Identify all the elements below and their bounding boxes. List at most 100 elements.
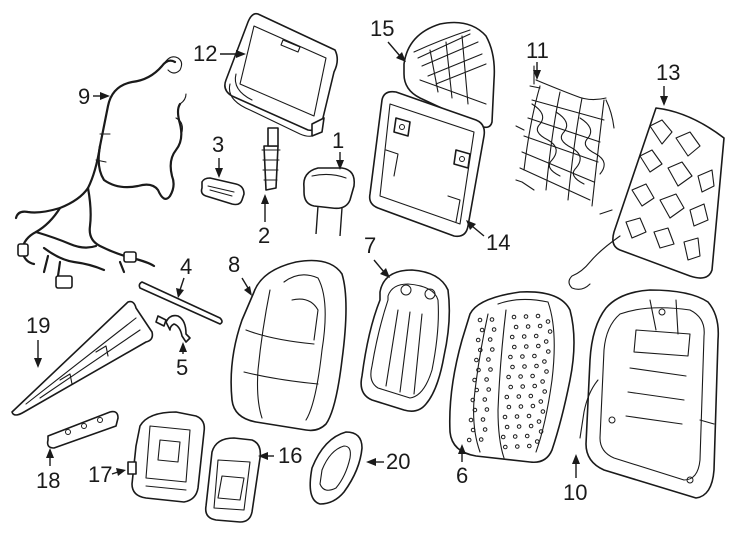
part-10-back-frame (579, 289, 720, 499)
perforation-dot (525, 324, 531, 329)
part-17-mechanism-housing (127, 411, 206, 503)
callout-16: 16 (258, 443, 302, 468)
perforation-dot (520, 354, 525, 359)
perforation-dot (518, 404, 524, 409)
perforation-dot (534, 439, 540, 444)
callout-5: 5 (176, 342, 188, 380)
part-3-switch-trim (200, 177, 245, 206)
perforation-dot (472, 407, 478, 413)
perforation-dot (504, 394, 510, 400)
perforation-dot (516, 424, 522, 429)
callout-7: 7 (364, 233, 390, 278)
callout-8: 8 (228, 252, 252, 296)
perforation-dot (536, 343, 541, 349)
perforation-dot (530, 373, 535, 379)
callout-16-label: 16 (278, 443, 302, 468)
callout-10-label: 10 (563, 480, 587, 505)
callout-2-label: 2 (258, 223, 270, 248)
callout-12-label: 12 (193, 41, 217, 66)
perforation-dot (533, 333, 539, 339)
perforation-dot (508, 354, 513, 360)
part-15-upper-shell (403, 21, 496, 129)
perforation-dot (490, 347, 495, 352)
callout-17-label: 17 (88, 462, 112, 487)
perforation-dot (488, 367, 493, 372)
perforation-dot (476, 367, 481, 373)
callout-6-label: 6 (456, 463, 468, 488)
perforation-dot (547, 329, 553, 334)
perforation-dot (480, 417, 486, 422)
callout-15-label: 15 (370, 16, 394, 41)
perforation-dot (510, 364, 515, 370)
perforation-dot (474, 357, 479, 363)
callout-1-label: 1 (332, 128, 344, 153)
perforation-dot (506, 374, 511, 380)
callout-20-label: 20 (386, 449, 410, 474)
part-11-spring-mat (515, 65, 615, 215)
part-4-trim-strip (138, 281, 223, 325)
perforation-dot (546, 349, 551, 354)
perforation-dot (468, 417, 474, 423)
perforation-dot (466, 437, 472, 443)
perforation-dot (487, 337, 493, 342)
perforation-dot (516, 394, 522, 399)
callout-18-label: 18 (36, 468, 60, 493)
callout-1: 1 (332, 128, 344, 170)
callout-7-label: 7 (364, 233, 376, 258)
perforation-dot (489, 317, 495, 322)
callout-8-label: 8 (228, 252, 240, 277)
perforation-dot (509, 334, 515, 340)
perforation-dot (482, 397, 488, 402)
part-13-padding-mat (568, 107, 725, 290)
callout-4: 4 (176, 254, 192, 298)
callout-18: 18 (36, 448, 60, 493)
part-8-back-cushion (230, 259, 347, 432)
part-16-trim-cover (204, 437, 262, 523)
part-7-back-pad (360, 269, 451, 412)
perforation-dot (474, 387, 480, 393)
perforation-dot (491, 327, 497, 332)
perforation-pattern (466, 313, 553, 450)
part-1-headrest (302, 167, 356, 237)
perforation-dot (515, 444, 520, 449)
callout-3-label: 3 (212, 132, 224, 157)
perforation-dot (513, 324, 519, 330)
callout-15: 15 (370, 16, 406, 62)
callout-14: 14 (466, 220, 510, 255)
part-2-guide-sleeve (261, 127, 281, 191)
callout-19-label: 19 (26, 313, 50, 338)
part-14-back-cover (368, 90, 486, 238)
callout-2: 2 (258, 194, 270, 248)
perforation-dot (536, 419, 542, 424)
perforation-dot (514, 414, 520, 419)
perforation-dot (528, 423, 534, 429)
part-6-perforated-cover (448, 291, 575, 464)
perforation-dot (521, 334, 527, 339)
perforation-dot (486, 387, 492, 392)
part-18-bracket (46, 410, 119, 449)
callout-17: 17 (88, 462, 126, 487)
perforation-dot (486, 357, 491, 362)
perforation-dot (472, 377, 477, 383)
perforation-dot (504, 424, 510, 430)
perforation-dot (542, 359, 547, 364)
perforation-dot (532, 383, 538, 389)
perforation-dot (540, 409, 546, 414)
perforation-dot (500, 434, 506, 440)
perforation-dot (518, 374, 523, 379)
perforation-dot (537, 323, 543, 329)
perforation-dot (538, 429, 544, 434)
callout-9: 9 (78, 84, 110, 109)
perforation-dot (478, 437, 484, 442)
callout-12: 12 (193, 41, 246, 66)
part-12-back-panel (224, 12, 339, 137)
perforation-dot (543, 339, 549, 344)
callout-4-label: 4 (180, 254, 192, 279)
perforation-dot (535, 313, 541, 319)
perforation-dot (520, 384, 526, 389)
perforation-dot (478, 347, 483, 353)
perforation-dot (540, 379, 545, 384)
perforation-dot (512, 434, 518, 439)
perforation-dot (534, 363, 539, 369)
perforation-dot (545, 319, 551, 324)
